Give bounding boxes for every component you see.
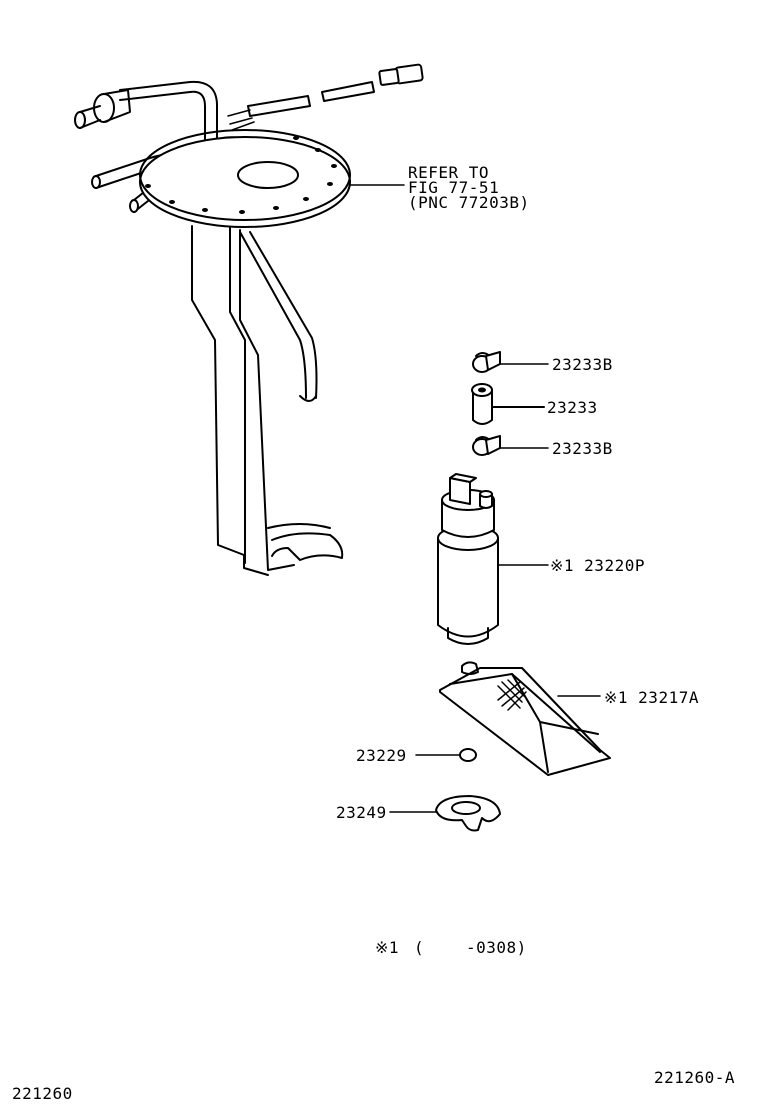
part-label-filter[interactable]: ※1 23217A <box>604 688 699 707</box>
part-label-clamp-lower[interactable]: 23233B <box>552 439 613 458</box>
cushion-drawing <box>415 748 477 762</box>
part-label-fuel-pump[interactable]: ※1 23220P <box>550 556 645 575</box>
part-label-cushion[interactable]: 23229 <box>356 746 407 765</box>
clamp-lower-drawing <box>472 435 549 456</box>
footnote-range: -0308) <box>466 938 527 957</box>
fuel-outlet-pipe <box>74 80 218 169</box>
footnote-mark: ※1 <box>375 938 400 957</box>
figure-id-left: 221260 <box>12 1084 73 1103</box>
refer-note-line3: (PNC 77203B) <box>408 193 530 212</box>
clamp-upper-drawing <box>472 351 549 373</box>
part-label-hose[interactable]: 23233 <box>547 398 598 417</box>
footnote-open-paren: ( <box>414 938 425 957</box>
figure-id-right: 221260-A <box>654 1068 736 1087</box>
part-label-retainer[interactable]: 23249 <box>336 803 387 822</box>
pump-bracket <box>191 225 344 576</box>
retainer-drawing <box>389 795 501 832</box>
filter-drawing <box>439 661 611 776</box>
mounting-flange <box>139 129 351 228</box>
fuel-pump-drawing <box>437 473 549 645</box>
electrical-connector <box>227 63 424 131</box>
refer-note-line2: FIG 77-51 <box>408 178 500 197</box>
fuel-pump-bracket-assembly <box>74 63 424 576</box>
refer-note-line1: REFER TO <box>408 163 490 182</box>
hose-drawing <box>471 383 545 425</box>
part-label-clamp-upper[interactable]: 23233B <box>552 355 613 374</box>
